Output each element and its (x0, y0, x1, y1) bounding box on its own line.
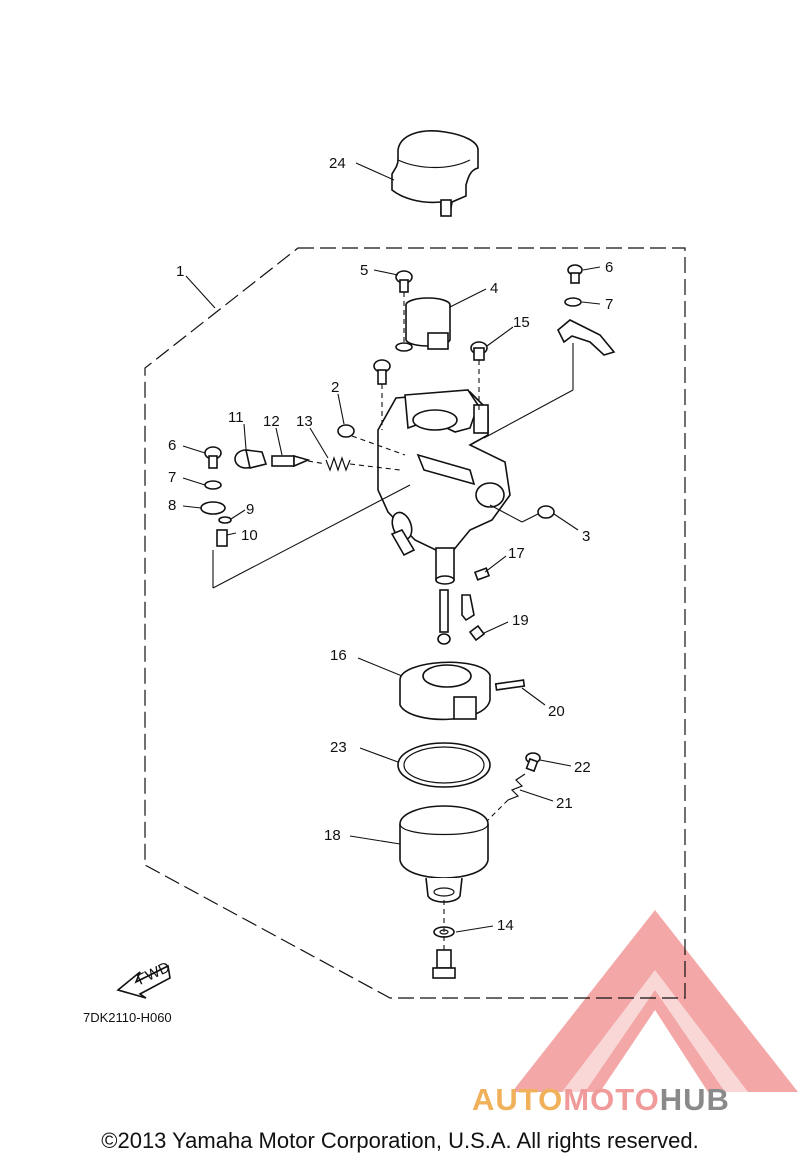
callout-7-upper: 7 (605, 296, 613, 313)
callout-3: 3 (582, 528, 590, 545)
callout-12: 12 (263, 413, 280, 430)
callout-23: 23 (330, 739, 347, 756)
callout-15: 15 (513, 314, 530, 331)
watermark-logo (512, 910, 798, 1092)
callout-17: 17 (508, 545, 525, 562)
callout-4: 4 (490, 280, 498, 297)
callout-9: 9 (246, 501, 254, 518)
callout-24: 24 (329, 155, 346, 172)
part-18-float-bowl (399, 805, 489, 903)
part-2-screw (337, 424, 406, 456)
callout-10: 10 (241, 527, 258, 544)
callout-7-left: 7 (168, 469, 176, 486)
callout-21: 21 (556, 795, 573, 812)
part-22-screw (525, 752, 541, 773)
watermark-text-hub: HUB (659, 1082, 730, 1117)
part-screw-top (373, 359, 391, 430)
part-3-screw (489, 504, 555, 523)
part-13-spring (325, 456, 401, 472)
part-8-9-10 (200, 484, 411, 589)
drain-bolt (432, 900, 456, 979)
callout-16: 16 (330, 647, 347, 664)
watermark-text-moto: MOTO (563, 1082, 660, 1117)
callout-20: 20 (548, 703, 565, 720)
callout-1: 1 (176, 263, 184, 280)
callout-5: 5 (360, 262, 368, 279)
leader-lines (182, 162, 601, 933)
part-15-screw (470, 341, 488, 410)
drawing-code: 7DK2110-H060 (83, 1010, 172, 1025)
watermark-text: AUTOMOTOHUB (472, 1082, 730, 1118)
copyright-notice: ©2013 Yamaha Motor Corporation, U.S.A. A… (101, 1128, 699, 1153)
callout-2: 2 (331, 379, 339, 396)
fwd-arrow: FWD (116, 959, 173, 999)
part-23-gasket (397, 742, 491, 788)
main-jet-needle (437, 589, 475, 645)
callout-11: 11 (228, 409, 244, 426)
part-4-solenoid (395, 297, 451, 352)
callout-6-upper: 6 (605, 259, 613, 276)
part-20-pin (494, 679, 526, 691)
part-6-7-left (204, 446, 222, 490)
part-12-pilot-screw (271, 454, 327, 468)
watermark-text-auto: AUTO (472, 1082, 564, 1117)
callout-labels: 24 1 5 4 6 7 15 2 11 12 13 6 7 8 9 10 3 … (168, 155, 613, 934)
assembly-boundary (144, 247, 686, 999)
part-6-7-upper (483, 264, 616, 439)
part-11-pilot-screw-cap (234, 449, 268, 469)
callout-14: 14 (497, 917, 514, 934)
callout-22: 22 (574, 759, 591, 776)
part-24-cover (391, 130, 479, 217)
part-16-float (399, 661, 491, 721)
callout-18: 18 (324, 827, 341, 844)
callout-19: 19 (512, 612, 529, 629)
callout-6-left: 6 (168, 437, 176, 454)
carburetor-body (377, 389, 511, 585)
part-19-clip (468, 621, 509, 642)
callout-8: 8 (168, 497, 176, 514)
callout-13: 13 (296, 413, 313, 430)
part-5-screw (395, 270, 413, 342)
